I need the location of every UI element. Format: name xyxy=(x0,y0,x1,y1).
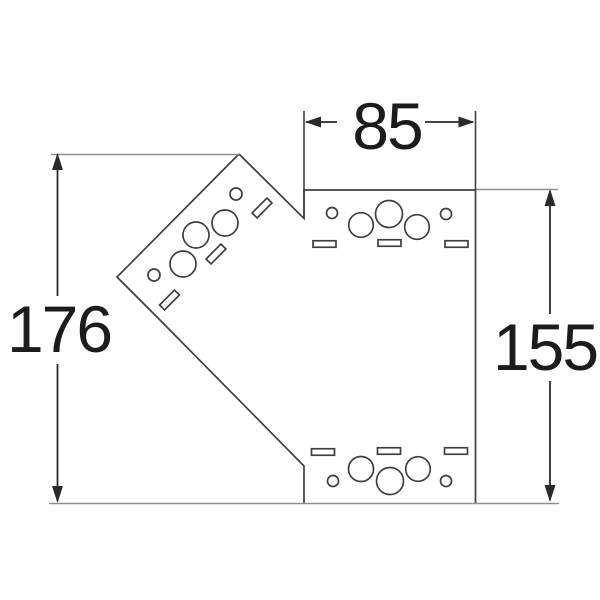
arrow-down-icon xyxy=(544,485,556,502)
hole-circle-large xyxy=(404,455,432,483)
hole-circle-large xyxy=(375,466,405,496)
hole-circle-large xyxy=(403,213,431,241)
bracket-outline xyxy=(115,153,477,504)
arrow-up-icon xyxy=(52,153,63,170)
hole-circle-large xyxy=(374,199,404,229)
slot-hole xyxy=(250,196,274,220)
hole-circle-small xyxy=(326,474,340,488)
dimension-height-right: 155 xyxy=(493,189,599,502)
dimension-height-left: 176 xyxy=(7,153,113,503)
hole-circle-large xyxy=(169,250,197,278)
dimension-label-height-left: 176 xyxy=(7,292,111,366)
slot-hole xyxy=(443,446,469,456)
slot-hole xyxy=(158,288,181,312)
hole-circle-small xyxy=(229,187,243,201)
slot-hole xyxy=(444,239,469,249)
bracket-shape xyxy=(115,153,477,504)
hole-circle-large xyxy=(347,211,375,239)
hole-circle-small xyxy=(325,206,339,220)
slot-hole xyxy=(377,238,402,248)
bottom-hole-group xyxy=(310,446,469,496)
arrow-left-icon xyxy=(305,116,321,128)
extension-lines xyxy=(49,111,559,505)
slot-hole xyxy=(310,447,336,457)
hole-circle-small xyxy=(147,268,161,282)
arrow-up-icon xyxy=(544,189,556,206)
arm-hole-group xyxy=(147,187,274,312)
slot-hole xyxy=(312,239,337,249)
hole-circle-small xyxy=(439,207,453,221)
slot-hole xyxy=(204,242,228,266)
dimension-label-width-top: 85 xyxy=(352,89,421,163)
hole-circle-large xyxy=(347,455,375,483)
arrow-right-icon xyxy=(458,116,475,128)
hole-circle-large xyxy=(182,221,210,249)
arrow-down-icon xyxy=(52,486,63,503)
hole-circle-small xyxy=(439,474,453,488)
hole-circle-large xyxy=(211,209,239,237)
dimension-width-top: 85 xyxy=(305,89,475,163)
slot-hole xyxy=(376,446,402,456)
dimension-label-height-right: 155 xyxy=(493,310,597,384)
top-hole-group xyxy=(312,199,469,249)
